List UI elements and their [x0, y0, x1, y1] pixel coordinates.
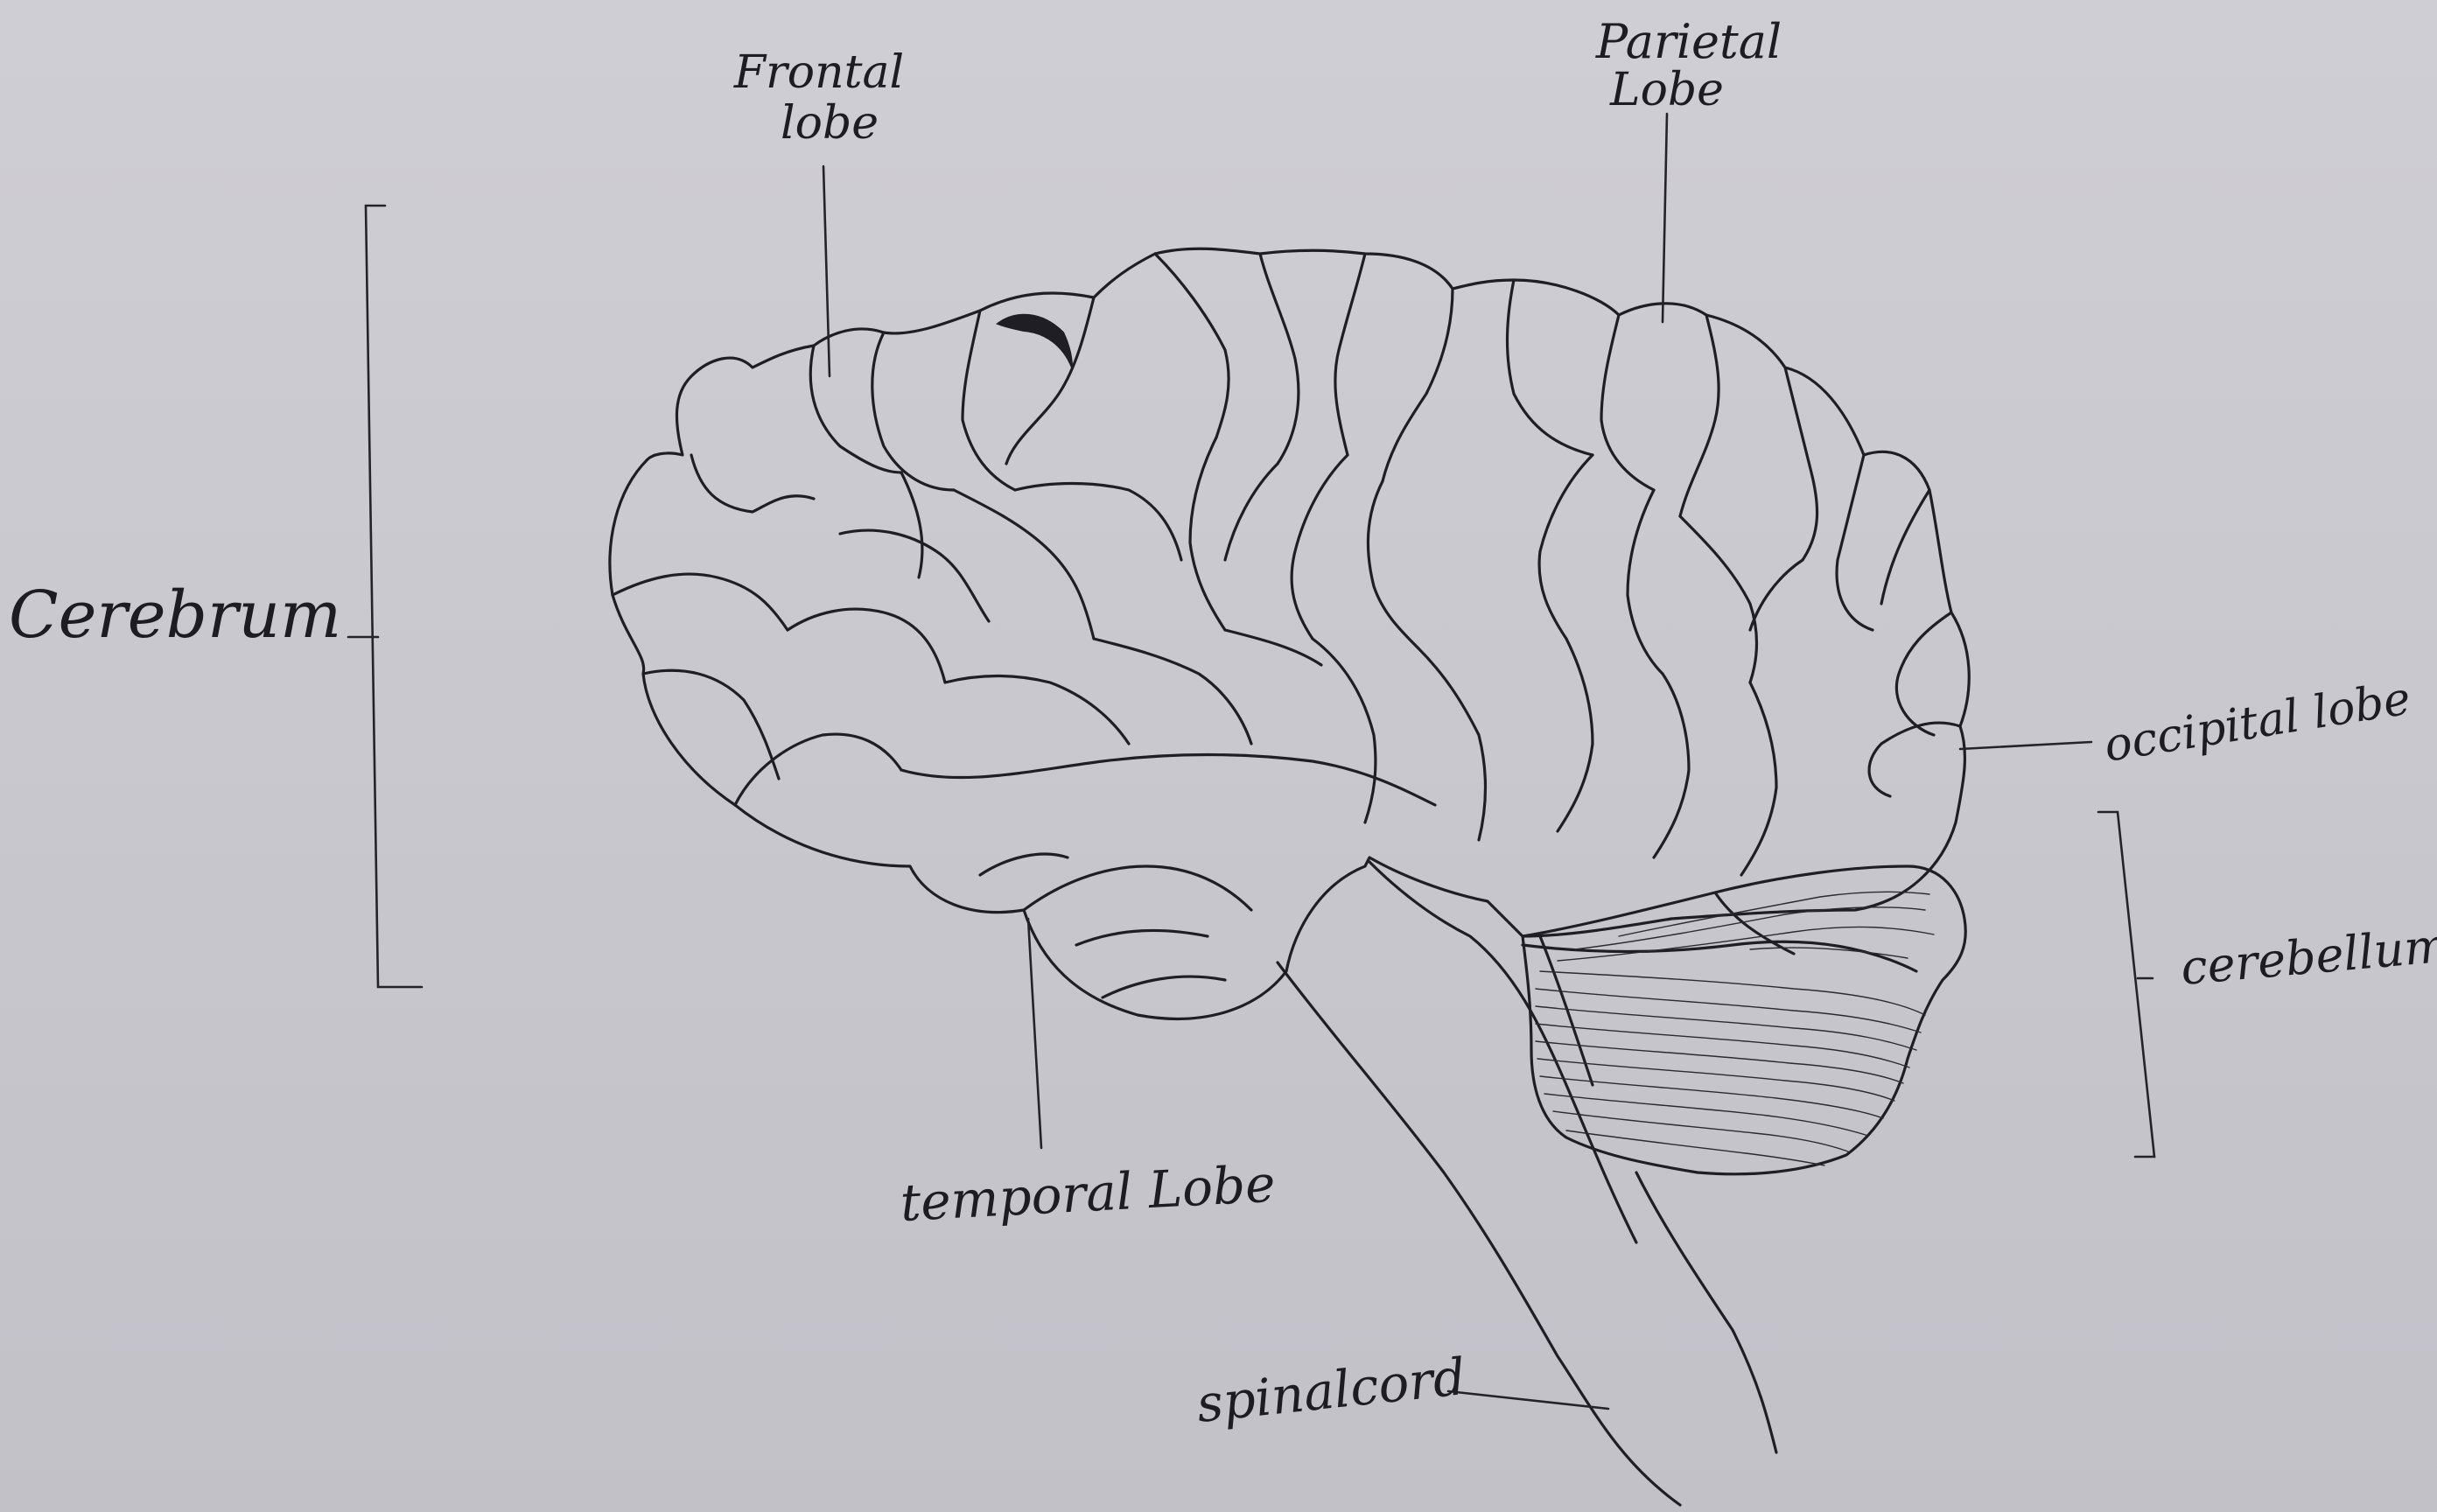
frontal-lobe-label-line1: Frontal [733, 46, 904, 99]
frontal-lobe-label-line2: lobe [781, 97, 879, 150]
parietal-lobe-label-line1: Parietal [1595, 14, 1782, 69]
parietal-lobe-label-line2: Lobe [1609, 64, 1724, 116]
cerebrum-label: Cerebrum [9, 578, 341, 653]
